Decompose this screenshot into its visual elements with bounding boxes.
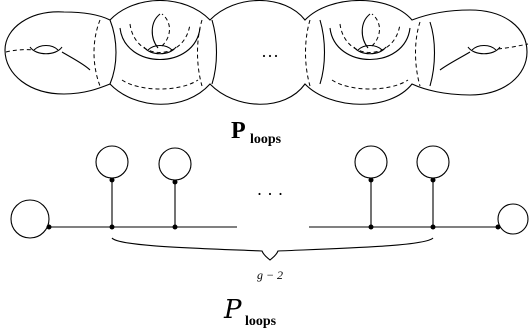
graph-label-main: P — [223, 295, 242, 325]
brace-label: g − 2 — [257, 268, 283, 282]
neck-curve-1 — [93, 19, 101, 87]
handle-1 — [119, 13, 201, 90]
left-end-circle — [10, 199, 50, 239]
loop-4 — [416, 145, 450, 179]
surface-label-main: P — [231, 118, 246, 144]
handle-2 — [329, 13, 411, 90]
graph-label-sub: loops — [245, 314, 277, 329]
genus-surface: ··· — [4, 0, 529, 105]
loop-2 — [158, 147, 192, 181]
graph-ellipsis: · · · — [257, 184, 284, 204]
surface-outline — [4, 0, 528, 105]
surface-ellipsis: ··· — [261, 46, 279, 66]
right-end-circle — [497, 203, 529, 235]
loop-1 — [95, 145, 129, 179]
loop-3 — [354, 145, 388, 179]
graph-label: P loops — [223, 295, 277, 329]
underbrace — [111, 237, 434, 261]
loops-graph: · · · g − 2 — [10, 145, 529, 282]
surface-label: P loops — [231, 118, 282, 147]
surface-label-sub: loops — [250, 132, 282, 147]
